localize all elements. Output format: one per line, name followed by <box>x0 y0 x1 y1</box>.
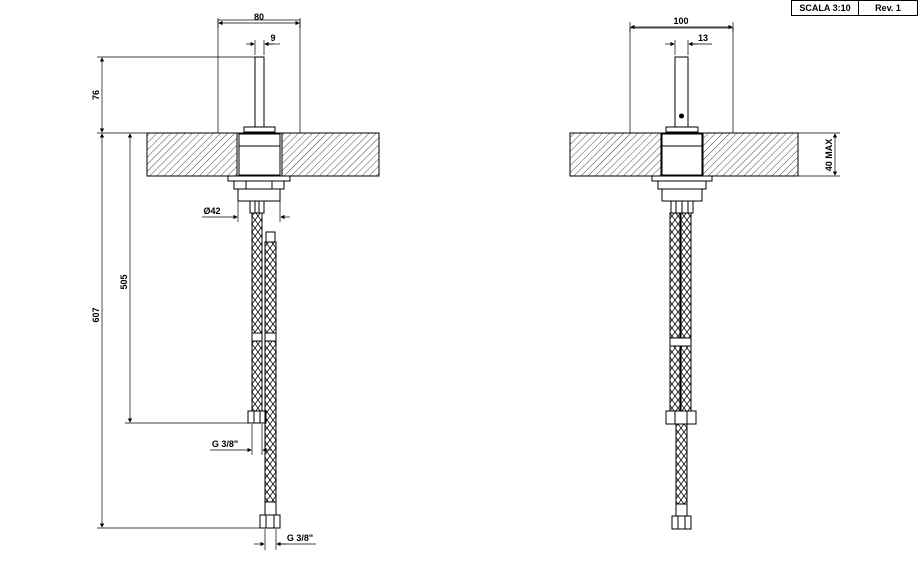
dim-left-connection-upper: G 3/8" <box>210 424 272 455</box>
right-thickness-label: 40 MAX <box>824 139 834 172</box>
left-shank <box>238 133 281 176</box>
left-hose-length-label: 505 <box>119 274 129 289</box>
dim-left-spout: 9 <box>246 33 280 55</box>
dim-left-height: 76 <box>91 56 255 134</box>
left-height-label: 76 <box>91 90 101 100</box>
left-width-label: 80 <box>254 12 264 22</box>
right-shank <box>661 133 703 176</box>
right-width-label: 100 <box>673 16 688 26</box>
right-fixing-nut <box>651 175 713 214</box>
dim-right-width: 100 <box>629 16 734 32</box>
left-connection-upper-label: G 3/8" <box>212 439 238 449</box>
right-spout <box>665 56 699 133</box>
dim-left-total-length: 607 <box>91 133 260 529</box>
left-connection-lower-label: G 3/8" <box>287 533 313 543</box>
right-countertop <box>569 132 799 177</box>
left-hose-short <box>247 212 267 424</box>
dim-left-hose-length: 505 <box>119 133 248 424</box>
dim-left-width: 80 <box>217 12 301 28</box>
dim-left-connection-lower: G 3/8" <box>254 529 316 550</box>
left-spout-label: 9 <box>270 33 275 43</box>
left-hose-long <box>259 231 281 529</box>
right-spout-label: 13 <box>698 33 708 43</box>
left-view: 80 9 76 Ø42 505 <box>91 12 380 550</box>
left-total-length-label: 607 <box>91 307 101 322</box>
right-view: 100 13 40 MAX <box>569 16 840 530</box>
left-spout <box>243 56 276 133</box>
dim-right-spout: 13 <box>665 33 712 55</box>
revision-label: Rev. 1 <box>875 3 901 13</box>
left-fixing-nut <box>227 175 291 214</box>
dim-right-thickness: 40 MAX <box>798 132 840 177</box>
dim-left-diameter: Ø42 <box>202 201 290 222</box>
scale-label: SCALA 3:10 <box>792 1 859 15</box>
right-hoses <box>665 212 697 530</box>
left-mixer-body <box>217 19 301 134</box>
left-diameter-label: Ø42 <box>203 206 220 216</box>
